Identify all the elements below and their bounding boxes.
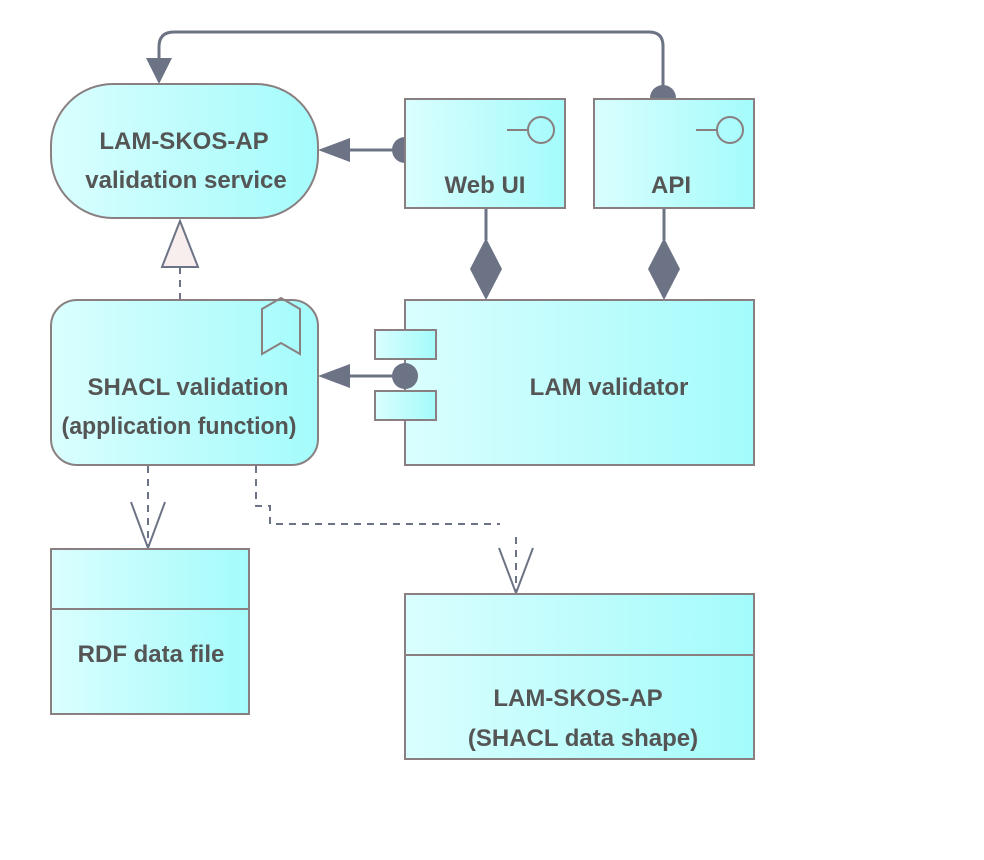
function-icon <box>261 296 301 356</box>
lam-validator-node[interactable]: LAM validator <box>374 299 755 466</box>
access-function-to-data-shape[interactable] <box>255 466 534 596</box>
interface-icon <box>696 116 744 144</box>
rdf-data-file-label: RDF data file <box>78 641 225 668</box>
interface-icon <box>507 116 555 144</box>
shacl-validation-node[interactable]: SHACL validation (application function) <box>50 296 319 466</box>
assignment-dot <box>392 363 418 389</box>
component-icon <box>374 329 437 421</box>
rdf-data-file-node[interactable]: RDF data file <box>50 548 250 715</box>
validation-service-line2: validation service <box>85 167 286 194</box>
validation-service-node[interactable]: LAM-SKOS-AP validation service <box>50 83 319 219</box>
shacl-data-shape-line1: LAM-SKOS-AP <box>493 685 662 712</box>
web-ui-node[interactable]: Web UI <box>404 98 566 209</box>
composition-api-validator[interactable] <box>648 208 680 300</box>
validation-service-line1: LAM-SKOS-AP <box>99 128 268 155</box>
realization-function-to-service[interactable] <box>160 218 200 300</box>
shacl-validation-line2: (application function) <box>62 413 297 440</box>
api-label: API <box>651 172 691 199</box>
shacl-validation-line1: SHACL validation <box>88 374 289 401</box>
access-function-to-rdf-file[interactable] <box>130 466 166 551</box>
lam-validator-label: LAM validator <box>530 374 689 401</box>
connector-validator-to-function[interactable] <box>318 364 405 388</box>
shacl-data-shape-line2: (SHACL data shape) <box>468 725 698 752</box>
shacl-data-shape-node[interactable]: LAM-SKOS-AP (SHACL data shape) <box>404 593 755 760</box>
api-node[interactable]: API <box>593 98 755 209</box>
connector-webui-to-service[interactable] <box>318 137 418 163</box>
web-ui-label: Web UI <box>445 172 526 199</box>
composition-webui-validator[interactable] <box>470 208 502 300</box>
